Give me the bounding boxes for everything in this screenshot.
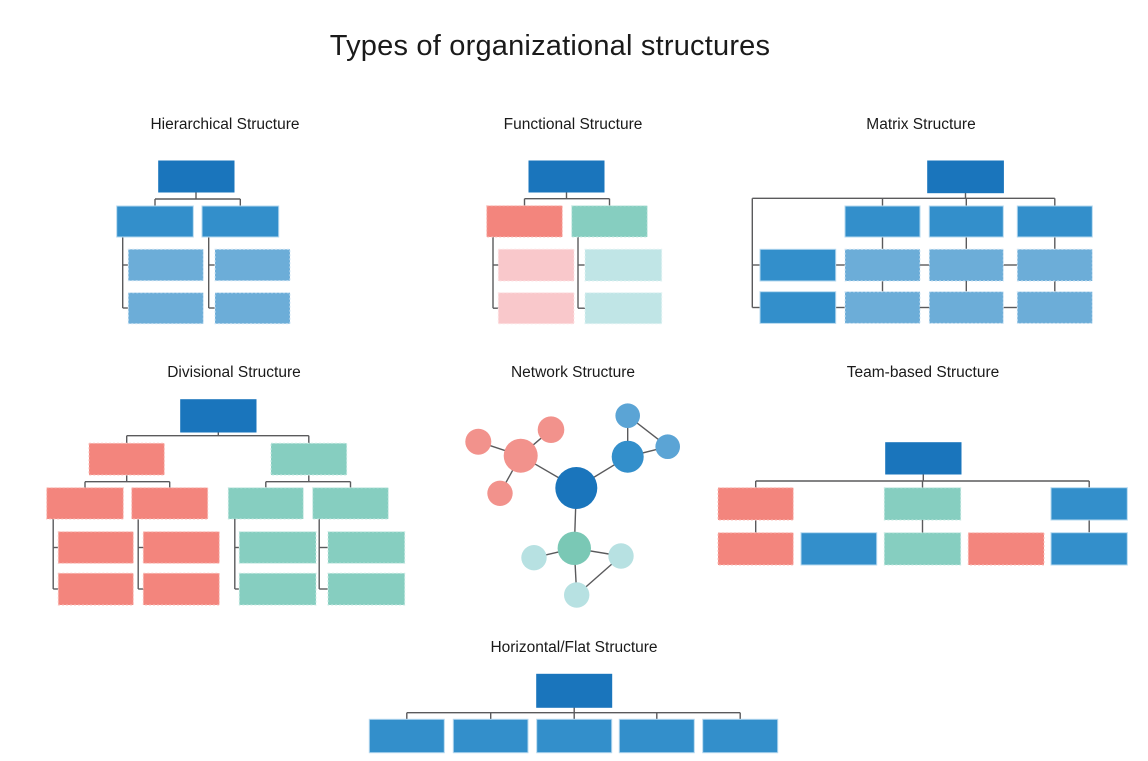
org-box <box>883 487 962 521</box>
diagram-title-divisional: Divisional Structure <box>167 364 301 381</box>
org-box <box>618 718 695 754</box>
diagram-title-horizontal-flat: Horizontal/Flat Structure <box>490 639 658 656</box>
org-box <box>368 718 445 754</box>
org-box <box>142 572 220 606</box>
org-box <box>967 532 1045 566</box>
diagram-title-team-based: Team-based Structure <box>846 364 1000 381</box>
diagram-team-based <box>717 442 1128 566</box>
org-box <box>1016 291 1093 324</box>
org-box <box>536 718 613 754</box>
network-node <box>557 531 591 565</box>
org-box <box>928 205 1004 238</box>
network-node <box>555 467 598 509</box>
diagram-network <box>465 403 680 608</box>
org-box <box>57 531 134 564</box>
org-box <box>142 531 220 564</box>
org-box <box>201 205 280 238</box>
diagram-divisional <box>46 399 406 606</box>
org-box <box>928 291 1004 324</box>
org-box <box>127 292 204 325</box>
diagram-title-functional: Functional Structure <box>503 116 643 133</box>
org-box <box>127 248 204 282</box>
org-box <box>486 205 563 238</box>
org-box <box>536 673 613 708</box>
org-box <box>238 572 317 606</box>
org-box <box>717 487 794 521</box>
page-title: Types of organizational structures <box>329 30 771 62</box>
org-box <box>717 532 794 566</box>
diagram-title-network: Network Structure <box>510 364 636 381</box>
org-box <box>46 487 124 520</box>
network-node <box>487 480 513 506</box>
org-box <box>312 487 389 520</box>
org-box <box>1016 205 1093 238</box>
org-box <box>702 718 779 754</box>
org-box <box>180 399 257 433</box>
org-box <box>1016 248 1093 282</box>
org-box <box>57 572 134 606</box>
network-node <box>611 440 644 473</box>
org-box <box>131 487 209 520</box>
network-node <box>521 545 547 571</box>
org-box <box>1050 487 1128 521</box>
org-box <box>759 291 837 324</box>
org-box <box>844 205 921 238</box>
network-node <box>537 416 565 444</box>
diagram-title-hierarchical: Hierarchical Structure <box>150 116 300 133</box>
org-box <box>883 532 962 566</box>
network-node <box>503 438 538 473</box>
org-box <box>214 248 291 282</box>
org-box <box>158 160 235 193</box>
org-box <box>327 572 406 606</box>
org-box <box>584 248 663 282</box>
org-box <box>214 292 291 325</box>
network-node <box>608 543 634 569</box>
org-box <box>759 248 837 282</box>
org-box <box>88 442 165 476</box>
org-box <box>844 291 921 324</box>
org-box <box>885 442 962 475</box>
diagram-horizontal-flat <box>368 673 779 754</box>
org-box <box>1050 532 1128 566</box>
org-box <box>497 292 575 325</box>
org-box <box>270 442 348 476</box>
network-node <box>564 582 590 608</box>
org-box <box>927 160 1004 194</box>
diagram-title-matrix: Matrix Structure <box>866 116 976 133</box>
diagram-matrix <box>751 160 1093 324</box>
org-box <box>800 532 878 566</box>
org-box <box>327 531 406 564</box>
diagram-hierarchical <box>116 160 291 325</box>
org-box <box>116 205 194 238</box>
org-box <box>497 248 575 282</box>
diagram-functional <box>486 160 663 325</box>
network-node <box>615 403 640 429</box>
org-box <box>571 205 648 238</box>
org-box <box>227 487 304 520</box>
network-node <box>465 428 492 455</box>
org-box <box>928 248 1004 282</box>
org-box <box>528 160 605 193</box>
org-box <box>238 531 317 564</box>
org-box <box>584 292 663 325</box>
network-node <box>655 434 680 460</box>
org-box <box>844 248 921 282</box>
org-box <box>452 718 529 754</box>
